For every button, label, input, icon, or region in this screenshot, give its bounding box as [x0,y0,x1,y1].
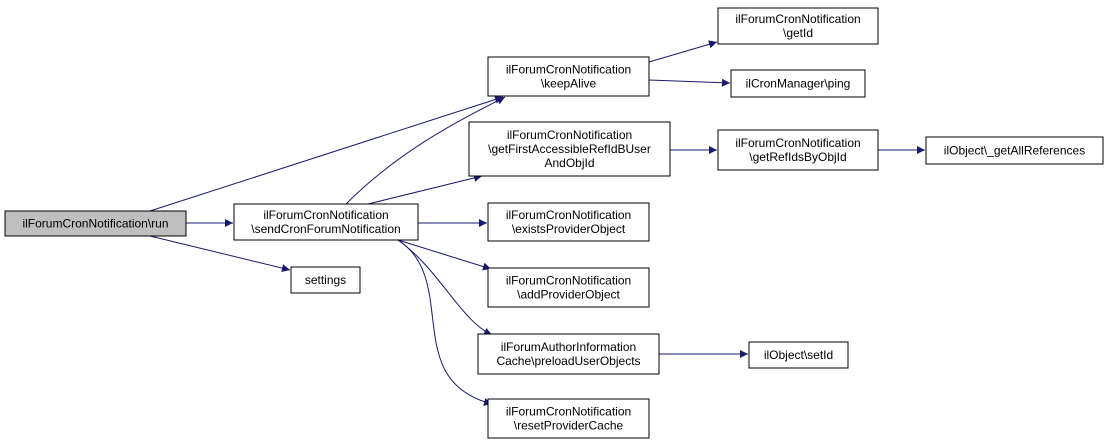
node-box [233,203,419,241]
node-settings[interactable]: settings [290,266,361,294]
node-box [748,341,849,369]
node-getId[interactable]: ilForumCronNotification\getId [717,7,879,45]
node-getFirst[interactable]: ilForumCronNotification\getFirstAccessib… [468,121,671,177]
node-label-line: \getFirstAccessibleRefIdBUser [488,142,651,156]
node-label-line: ilForumCronNotification\run [22,217,168,231]
node-label-line: ilForumCronNotification [506,208,631,222]
node-reset[interactable]: ilForumCronNotification\resetProviderCac… [487,398,650,439]
node-run[interactable]: ilForumCronNotification\run [4,210,187,237]
node-label-line: settings [305,273,346,287]
edges-layer [149,40,925,406]
node-keepAlive[interactable]: ilForumCronNotification\keepAlive [487,56,650,97]
node-box [487,202,650,242]
node-add[interactable]: ilForumCronNotification\addProviderObjec… [487,267,650,308]
node-box [477,333,660,375]
node-box [487,56,650,97]
node-label-line: \sendCronForumNotification [251,222,400,236]
node-exists[interactable]: ilForumCronNotification\existsProviderOb… [487,202,650,242]
node-label-line: \getRefIdsByObjId [749,150,846,164]
node-label-line: \getId [783,26,813,40]
node-label-line: ilObject\setId [764,348,833,362]
edge-sendCron-to-keepAlive [345,96,506,205]
node-ping[interactable]: ilCronManager\ping [730,69,866,98]
node-label-line: ilForumCronNotification [506,274,631,288]
node-box [468,121,671,177]
node-label-line: Cache\preloadUserObjects [496,354,640,368]
node-label-line: ilForumCronNotification [506,63,631,77]
node-sendCron[interactable]: ilForumCronNotification\sendCronForumNot… [233,203,419,241]
node-label-line: ilForumCronNotification [506,405,631,419]
edge-sendCron-to-getFirst [367,174,483,205]
node-box [730,69,866,98]
node-label-line: ilForumCronNotification [507,128,632,142]
edge-sendCron-to-add [397,239,492,271]
node-box [290,266,361,294]
node-label-line: \resetProviderCache [514,419,624,433]
node-label-line: ilObject\_getAllReferences [944,144,1085,158]
node-label-line: \addProviderObject [517,288,620,302]
node-label-line: ilForumCronNotification [263,208,388,222]
node-getAllRefs[interactable]: ilObject\_getAllReferences [925,136,1104,165]
node-box [925,136,1104,165]
node-label-line: ilForumCronNotification [735,136,860,150]
node-box [487,267,650,308]
node-box [717,129,879,171]
edge-keepAlive-to-ping [648,78,731,87]
node-label-line: ilForumAuthorInformation [501,340,636,354]
edge-run-to-settings [149,235,291,272]
edge-keepAlive-to-getId [648,40,718,63]
node-preload[interactable]: ilForumAuthorInformationCache\preloadUse… [477,333,660,375]
node-box [717,7,879,45]
nodes-layer: ilForumCronNotification\run ilForumCronNo… [4,7,1104,439]
node-label-line: ilForumCronNotification [735,12,860,26]
node-getRefIds[interactable]: ilForumCronNotification\getRefIdsByObjId [717,129,879,171]
edge-run-to-keepAlive [149,95,504,212]
node-setId[interactable]: ilObject\setId [748,341,849,369]
node-label-line: \keepAlive [541,77,597,91]
node-label-line: AndObjId [544,156,594,170]
node-box [487,398,650,439]
node-box [4,210,187,237]
edge-sendCron-to-reset [397,239,493,406]
node-label-line: \existsProviderObject [512,222,626,236]
node-label-line: ilCronManager\ping [746,77,851,91]
